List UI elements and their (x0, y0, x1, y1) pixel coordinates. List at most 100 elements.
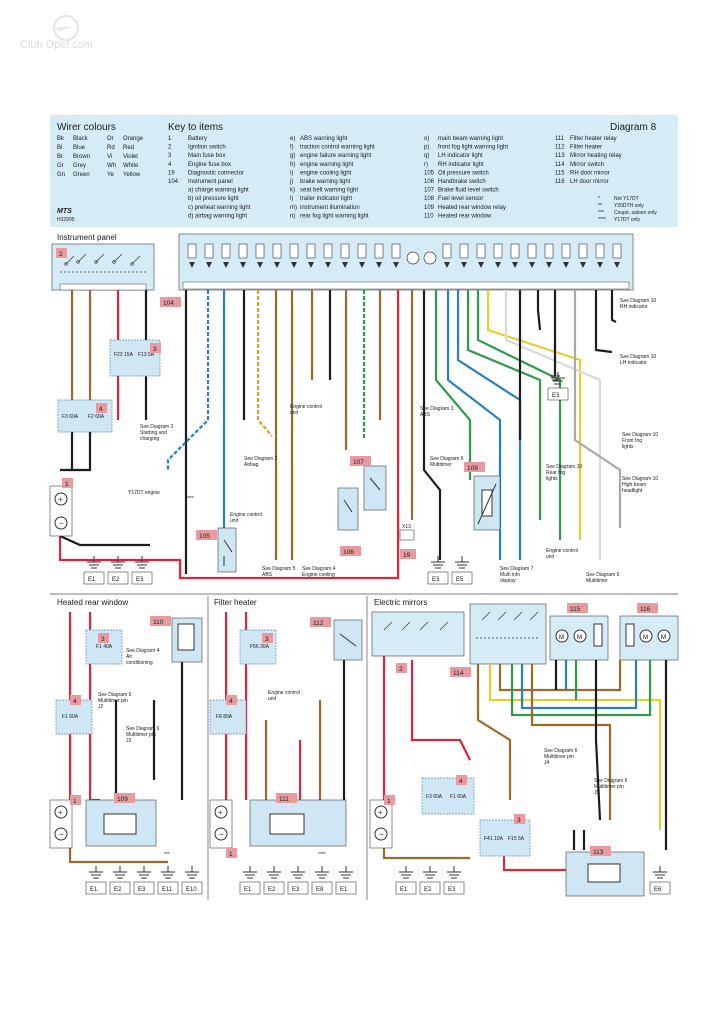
ground-label-box (547, 387, 569, 401)
item-tag (226, 695, 237, 705)
key-label: seat belt warning light (300, 188, 358, 194)
item-tag-number: 2 (59, 251, 63, 258)
wire-colour-code: Rd (107, 145, 115, 151)
watermark: Club Opel.com (20, 15, 93, 51)
lamp-diode-icon (342, 262, 348, 268)
fuse-f1c: F1 60A (450, 794, 467, 800)
warning-lamp-icon (374, 243, 384, 259)
item-tag-number: 113 (593, 849, 604, 856)
ground-label-box (83, 571, 105, 585)
key-label: engine failure warning light (300, 153, 372, 159)
fuse-f1b: F1 60A (62, 714, 79, 720)
wire-colour-code: Bk (57, 136, 65, 142)
ground-icon (243, 866, 257, 879)
key-label: RH indicator light (438, 162, 484, 168)
item-tag (456, 775, 467, 785)
warning-lamp-icon (340, 243, 350, 259)
item-tag (150, 343, 161, 353)
item-tag (464, 462, 485, 472)
ignition-switch-box-2 (371, 611, 465, 657)
svg-text:+: + (58, 808, 63, 817)
key-title: Key to items (168, 122, 223, 133)
wire-colour-name: Green (73, 172, 90, 178)
ground-icon (291, 866, 305, 879)
fuse-f2: F2 60A (88, 414, 105, 420)
ground-label: E3 (292, 887, 300, 893)
ground-icon (455, 556, 469, 569)
ground-label-box (181, 881, 203, 895)
item-tag-number: 1 (65, 481, 69, 488)
key-label: RH door mirror (570, 170, 610, 176)
section-electric-mirrors: Electric mirrors (374, 598, 427, 607)
item-tag (226, 848, 237, 858)
lamp-diode-icon (291, 262, 297, 268)
item-tag-number: 105 (199, 533, 210, 540)
lamp-diode-icon (495, 262, 501, 268)
key-label: instrument illumination (300, 205, 360, 211)
key-code: 112 (555, 145, 565, 151)
lamp-diode-icon (376, 262, 382, 268)
key-code: 19 (168, 170, 175, 176)
fuse-f3: F3 60A (62, 414, 79, 420)
mirror-heating-relay (565, 851, 645, 897)
key-label: Battery (188, 136, 207, 142)
ground-icon (447, 866, 461, 879)
item-tag-number: 106 (343, 549, 354, 556)
ground-label-box (649, 881, 671, 895)
fuel-level-sensor (473, 475, 501, 531)
item-tag-number: 1 (387, 798, 391, 805)
key-code: m) (290, 205, 297, 211)
item-tag-number: 19 (403, 552, 411, 559)
warning-lamp-icon (578, 243, 588, 259)
key-code: e) (290, 136, 295, 142)
wire-colour-name: Orange (123, 136, 144, 142)
key-code: 111 (555, 136, 565, 142)
svg-text:−: − (219, 830, 224, 839)
lamp-diode-icon (461, 262, 467, 268)
marker-y17dt: **** (186, 496, 194, 502)
warning-lamp-icon (459, 243, 469, 259)
wire-colour-name: Violet (123, 154, 138, 160)
note-symbol: ** (598, 203, 602, 209)
item-tag-number: 4 (73, 698, 77, 705)
item-tag (400, 549, 416, 559)
item-tag (96, 403, 107, 413)
key-label: LH door mirror (570, 179, 609, 185)
item-tag (56, 248, 67, 258)
key-code: 115 (555, 170, 565, 176)
item-tag-number: 3 (101, 636, 105, 643)
annotation-a10: Y17DT engine (128, 490, 160, 496)
ground-label-box (451, 571, 473, 585)
ignition-switch-contacts (60, 253, 146, 273)
ground-icon (135, 556, 149, 569)
ground-icon (399, 866, 413, 879)
item-tag-number: 4 (99, 406, 103, 413)
battery-2: + − (49, 799, 73, 849)
svg-text:+: + (218, 808, 223, 817)
fuse-f15: F15 5A (508, 836, 525, 842)
key-label: Heated rear window relay (438, 205, 506, 211)
ground-label-box (157, 881, 179, 895)
item-tag (98, 633, 109, 643)
ground-label-box (395, 881, 417, 895)
warning-lamp-icon (527, 243, 537, 259)
item-tag (567, 603, 588, 613)
ground-label-box (427, 571, 449, 585)
item-tag-number: 3 (517, 817, 521, 824)
key-label: Brake fluid level switch (438, 188, 499, 194)
note-symbol: **** (598, 217, 606, 223)
key-code: p) (424, 145, 429, 151)
ground-group-7: E6 (649, 866, 671, 895)
item-tag (150, 616, 171, 626)
lamp-diode-icon (325, 262, 331, 268)
lamp-diode-icon (444, 262, 450, 268)
item-tag-number: 4 (229, 698, 233, 705)
